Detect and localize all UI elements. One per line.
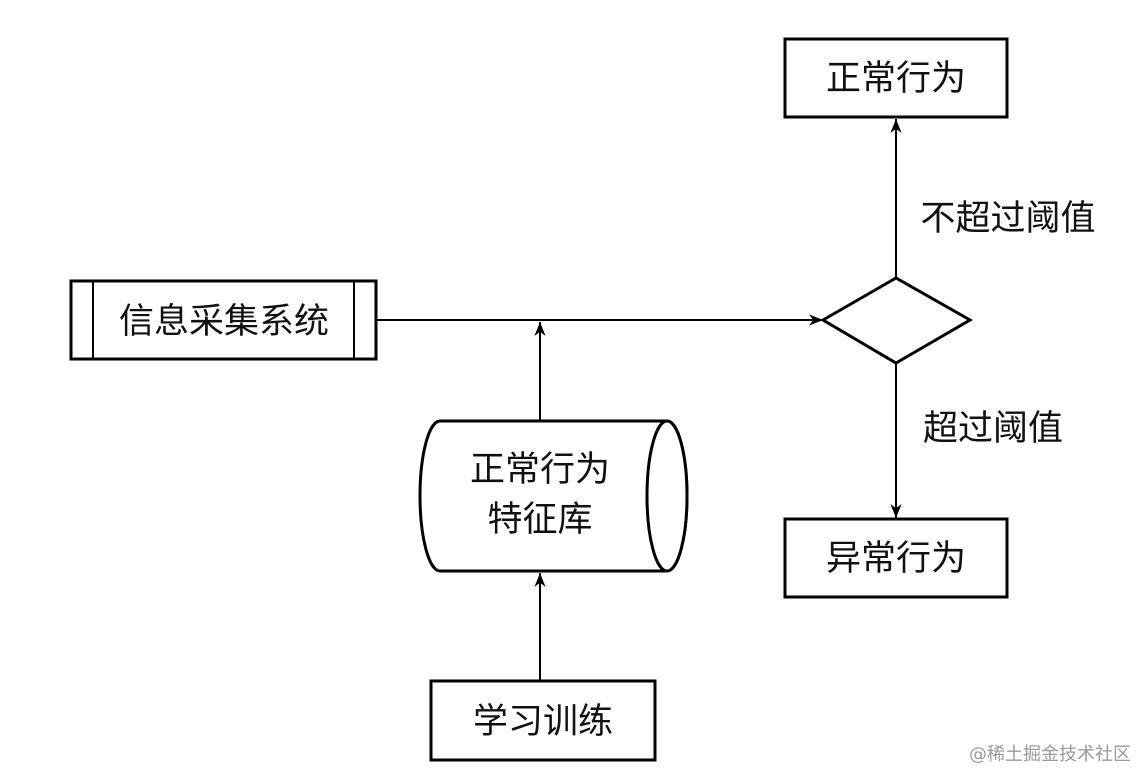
threshold-decision-diamond <box>820 276 974 365</box>
feature-db-label-line2: 特征库 <box>487 500 592 540</box>
normal-behavior-label: 正常行为 <box>826 59 966 99</box>
training-label: 学习训练 <box>473 702 613 742</box>
training-node: 学习训练 <box>429 679 657 762</box>
feature-db-label-line1: 正常行为 <box>470 450 610 490</box>
normal-behavior-node: 正常行为 <box>783 37 1009 119</box>
info-system-node: 信息采集系统 <box>69 279 378 361</box>
above-threshold-label: 超过阈值 <box>923 409 1063 449</box>
abnormal-behavior-label: 异常行为 <box>826 539 966 579</box>
below-threshold-label: 不超过阈值 <box>920 199 1095 239</box>
feature-db-node: 正常行为 特征库 <box>418 419 689 573</box>
watermark: @稀土掘金技术社区 <box>969 744 1131 765</box>
info-system-label: 信息采集系统 <box>119 302 329 342</box>
abnormal-behavior-node: 异常行为 <box>783 517 1009 599</box>
